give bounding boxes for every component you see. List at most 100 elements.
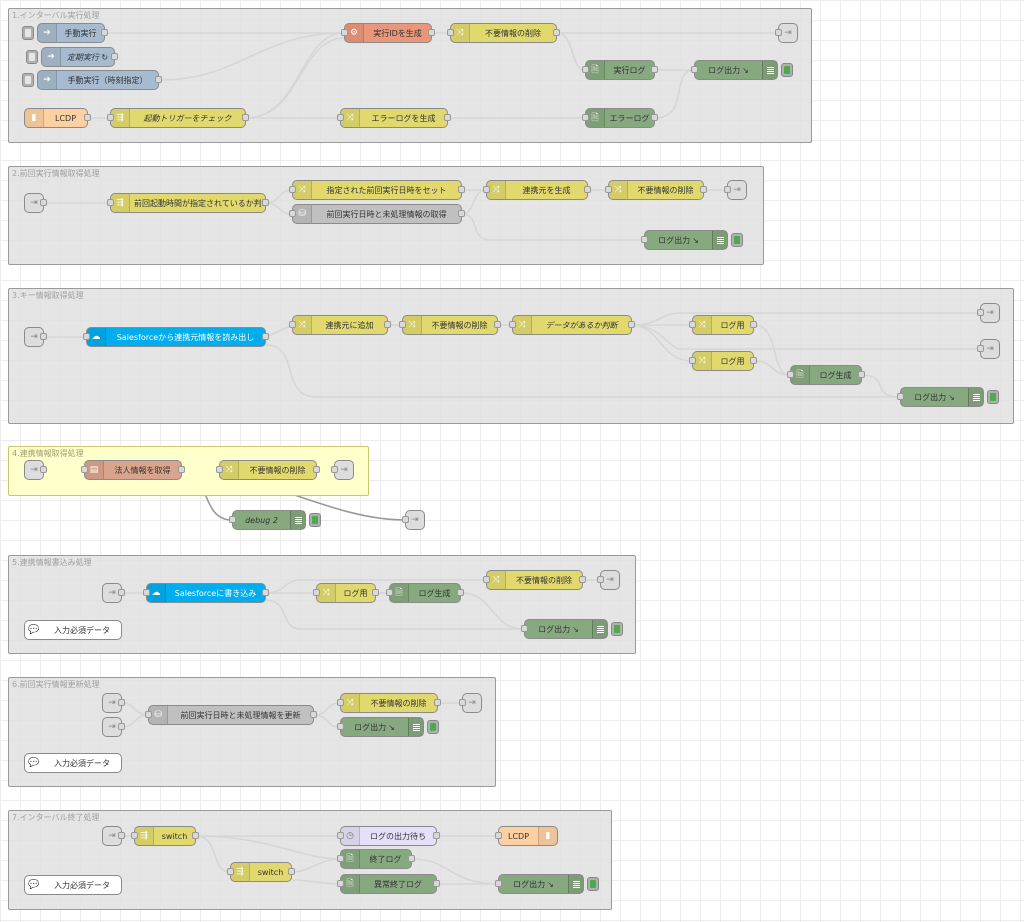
output-port[interactable] bbox=[262, 589, 269, 596]
output-port[interactable] bbox=[628, 321, 635, 328]
output-port[interactable] bbox=[384, 321, 391, 328]
change-node-delete[interactable]: ⤨ 不要情報の削除 bbox=[605, 180, 707, 200]
input-port[interactable] bbox=[689, 321, 696, 328]
input-port[interactable] bbox=[337, 880, 344, 887]
output-port[interactable] bbox=[434, 699, 441, 706]
output-port[interactable] bbox=[750, 357, 757, 364]
input-port[interactable] bbox=[977, 309, 984, 316]
output-port[interactable] bbox=[118, 699, 125, 706]
output-port[interactable] bbox=[155, 76, 162, 83]
link-out-node[interactable]: ⇥ bbox=[977, 303, 1000, 323]
input-port[interactable] bbox=[289, 321, 296, 328]
template-node-error-log[interactable]: 🗎 エラーログ bbox=[582, 108, 658, 128]
switch-node-2[interactable]: ⇶ switch bbox=[227, 862, 295, 882]
output-port[interactable] bbox=[40, 333, 47, 340]
lcdp-out-node[interactable]: LCDP ▮ bbox=[495, 826, 558, 846]
change-node-gen-error[interactable]: ⤨ エラーログを生成 bbox=[337, 108, 451, 128]
output-port[interactable] bbox=[584, 186, 591, 193]
output-port[interactable] bbox=[101, 29, 108, 36]
output-port[interactable] bbox=[192, 832, 199, 839]
change-node-delete[interactable]: ⤨ 不要情報の削除 bbox=[447, 23, 560, 43]
input-port[interactable] bbox=[483, 186, 490, 193]
output-port[interactable] bbox=[288, 868, 295, 875]
input-port[interactable] bbox=[495, 832, 502, 839]
input-port[interactable] bbox=[331, 466, 338, 473]
output-port[interactable] bbox=[553, 29, 560, 36]
output-port[interactable] bbox=[700, 186, 707, 193]
input-port[interactable] bbox=[337, 832, 344, 839]
template-node-gen-log[interactable]: 🗎 ログ生成 bbox=[787, 365, 865, 385]
change-node-for-log-1[interactable]: ⤨ ログ用 bbox=[689, 315, 757, 335]
inject-node-timed[interactable]: ➔ 手動実行（時刻指定） bbox=[22, 70, 162, 90]
input-port[interactable] bbox=[107, 199, 114, 206]
output-port[interactable] bbox=[40, 199, 47, 206]
input-port[interactable] bbox=[337, 723, 344, 730]
link-out-node[interactable]: ⇥ bbox=[597, 570, 620, 590]
salesforce-node-read[interactable]: ☁ Salesforceから連携元情報を読み出し bbox=[83, 327, 269, 347]
output-port[interactable] bbox=[118, 589, 125, 596]
input-port[interactable] bbox=[216, 466, 223, 473]
output-port[interactable] bbox=[458, 186, 465, 193]
input-port[interactable] bbox=[605, 186, 612, 193]
debug-toggle-button[interactable] bbox=[781, 63, 793, 77]
template-node-end-log[interactable]: 🗎 終了ログ bbox=[337, 849, 415, 869]
inject-button[interactable] bbox=[26, 50, 38, 64]
output-port[interactable] bbox=[444, 114, 451, 121]
input-port[interactable] bbox=[337, 114, 344, 121]
link-in-node[interactable]: ⇥ bbox=[102, 826, 125, 846]
template-node-abnormal-end-log[interactable]: 🗎 異常終了ログ bbox=[337, 874, 440, 894]
function-node-judge[interactable]: ⇶ 前回起動時間が指定されているか判断 bbox=[107, 193, 269, 213]
input-port[interactable] bbox=[229, 516, 236, 523]
link-in-node[interactable]: ⇥ bbox=[102, 717, 125, 737]
output-port[interactable] bbox=[408, 855, 415, 862]
output-port[interactable] bbox=[242, 114, 249, 121]
input-port[interactable] bbox=[131, 832, 138, 839]
output-port[interactable] bbox=[433, 832, 440, 839]
link-in-node[interactable]: ⇥ bbox=[24, 327, 47, 347]
input-port[interactable] bbox=[724, 186, 731, 193]
input-port[interactable] bbox=[447, 29, 454, 36]
output-port[interactable] bbox=[262, 333, 269, 340]
input-port[interactable] bbox=[977, 345, 984, 352]
output-port[interactable] bbox=[651, 66, 658, 73]
output-port[interactable] bbox=[40, 466, 47, 473]
input-port[interactable] bbox=[582, 66, 589, 73]
input-port[interactable] bbox=[386, 589, 393, 596]
input-port[interactable] bbox=[483, 576, 490, 583]
input-port[interactable] bbox=[81, 466, 88, 473]
link-in-node[interactable]: ⇥ bbox=[102, 693, 125, 713]
change-node-gen-source[interactable]: ⤨ 連携元を生成 bbox=[483, 180, 591, 200]
debug-node-log-output[interactable]: ログ出力↘ bbox=[337, 717, 439, 737]
debug-node-log-output[interactable]: ログ出力↘ bbox=[521, 619, 623, 639]
input-port[interactable] bbox=[289, 210, 296, 217]
output-port[interactable] bbox=[111, 53, 118, 60]
output-port[interactable] bbox=[458, 210, 465, 217]
inject-node-manual[interactable]: ➔ 手動実行 bbox=[22, 23, 108, 43]
input-port[interactable] bbox=[897, 393, 904, 400]
input-port[interactable] bbox=[399, 321, 406, 328]
link-out-node[interactable]: ⇥ bbox=[459, 693, 482, 713]
lcdp-in-node[interactable]: ▮ LCDP bbox=[24, 108, 91, 128]
input-port[interactable] bbox=[691, 66, 698, 73]
debug-node-log-output[interactable]: ログ出力↘ bbox=[641, 230, 743, 250]
comment-node[interactable]: 💬 入力必須データ bbox=[24, 620, 122, 640]
output-port[interactable] bbox=[428, 29, 435, 36]
debug-node-log-output[interactable]: ログ出力↘ bbox=[691, 60, 793, 80]
output-port[interactable] bbox=[433, 880, 440, 887]
link-in-node[interactable]: ⇥ bbox=[24, 193, 47, 213]
change-node-add-source[interactable]: ⤨ 連携元に追加 bbox=[289, 315, 391, 335]
change-node-set-specified[interactable]: ⤨ 指定された前回実行日時をセット bbox=[289, 180, 465, 200]
output-port[interactable] bbox=[494, 321, 501, 328]
inject-node-periodic[interactable]: ➔ 定期実行 ↻ bbox=[26, 47, 118, 67]
switch-node-data-check[interactable]: ⤨ データがあるか判断 bbox=[509, 315, 635, 335]
output-port[interactable] bbox=[858, 371, 865, 378]
input-port[interactable] bbox=[289, 186, 296, 193]
template-node-gen-log[interactable]: 🗎 ログ生成 bbox=[386, 583, 464, 603]
output-port[interactable] bbox=[579, 576, 586, 583]
input-port[interactable] bbox=[509, 321, 516, 328]
input-port[interactable] bbox=[689, 357, 696, 364]
output-port[interactable] bbox=[372, 589, 379, 596]
template-node-exec-log[interactable]: 🗎 実行ログ bbox=[582, 60, 658, 80]
input-port[interactable] bbox=[582, 114, 589, 121]
input-port[interactable] bbox=[495, 880, 502, 887]
